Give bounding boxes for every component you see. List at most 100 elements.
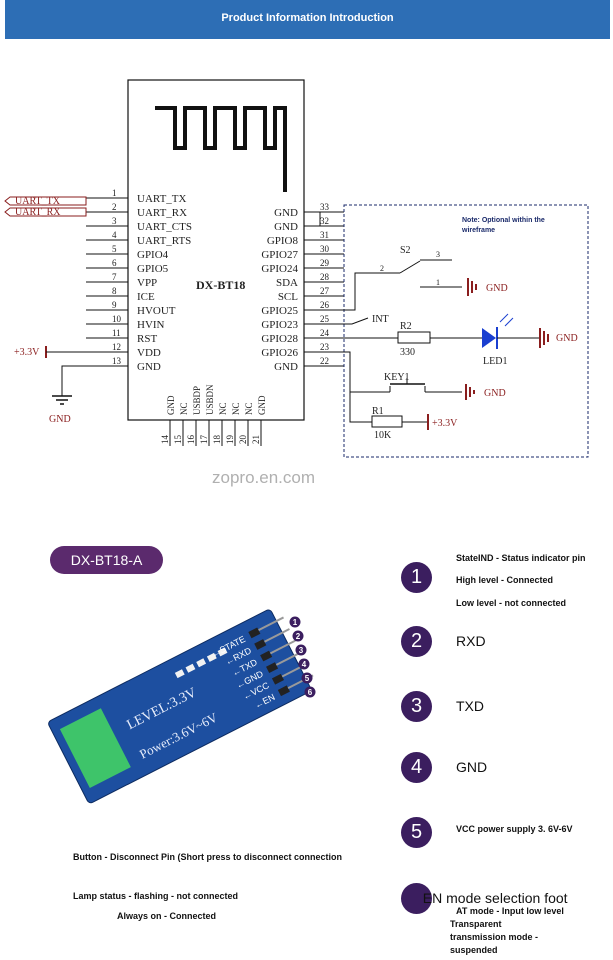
right-pin-name: GPIO8 xyxy=(267,235,299,247)
board-header-pin xyxy=(248,627,261,639)
page-title: Product Information Introduction xyxy=(221,12,394,24)
board-led xyxy=(185,663,196,673)
pin-detail-line: Low level - not connected xyxy=(456,598,567,608)
left-pin-name: GND xyxy=(137,361,161,373)
right-pin-number: 32 xyxy=(320,216,329,226)
bottom-pin-name: NC xyxy=(218,402,228,415)
pin-title: StateIND - Status indicator pin xyxy=(456,553,586,563)
bottom-pin-name: NC xyxy=(244,402,254,415)
svg-text:2: 2 xyxy=(380,264,384,273)
left-pin-number: 12 xyxy=(112,342,121,352)
pin-detail-line: transmission mode - xyxy=(450,932,539,942)
board-header-leg xyxy=(275,651,302,666)
left-pin-number: 10 xyxy=(112,314,122,324)
bottom-pin-number: 16 xyxy=(186,435,196,445)
gnd-label: GND xyxy=(49,414,71,425)
left-pin-name: HVOUT xyxy=(137,305,176,317)
right-pin-name: GPIO27 xyxy=(261,249,298,261)
svg-text:1: 1 xyxy=(436,278,440,287)
uart-tx-label: UART_TX xyxy=(15,196,61,207)
left-pin-number: 6 xyxy=(112,258,117,268)
board-pin-marker xyxy=(304,686,316,698)
bottom-pin-name: NC xyxy=(179,402,189,415)
board-header-leg xyxy=(264,628,290,643)
pin-number-circle: 2 xyxy=(401,626,432,657)
board-green-chip xyxy=(59,708,131,788)
left-pin-name: UART_CTS xyxy=(137,221,192,233)
header-banner: Product Information Introduction xyxy=(5,0,610,39)
right-pin-number: 33 xyxy=(320,202,330,212)
board-led xyxy=(206,652,217,662)
pin-detail-line: High level - Connected xyxy=(456,575,554,585)
right-pin-name: GPIO25 xyxy=(261,305,298,317)
right-pin-name: GPIO26 xyxy=(261,347,298,359)
right-pin-name: GND xyxy=(274,361,298,373)
optional-note-2: wireframe xyxy=(461,227,495,234)
pin-number-circle: 5 xyxy=(401,817,432,848)
bottom-pin-number: 14 xyxy=(160,435,170,445)
svg-text:INT: INT xyxy=(372,314,389,325)
board-pin-marker-number: 6 xyxy=(308,688,313,697)
right-pin-name: SCL xyxy=(278,291,298,303)
uart-rx-label: UART_RX xyxy=(15,207,61,218)
svg-text:330: 330 xyxy=(400,347,415,358)
pin-number-circle: 4 xyxy=(401,752,432,783)
board-pin-marker-number: 5 xyxy=(305,674,310,683)
bottom-pin-name: GND xyxy=(257,395,267,415)
left-pin-name: GPIO5 xyxy=(137,263,169,275)
board-header-pin xyxy=(260,650,273,662)
svg-text:GND: GND xyxy=(556,333,578,344)
right-pin-name: SDA xyxy=(276,277,298,289)
left-pin-name: VPP xyxy=(137,277,157,289)
left-pin-name: ICE xyxy=(137,291,155,303)
board-pin-marker-number: 4 xyxy=(302,660,307,669)
model-badge: DX-BT18-A xyxy=(50,546,163,574)
bottom-pin-name: GND xyxy=(166,395,176,415)
right-pin-name: GND xyxy=(274,207,298,219)
board-led xyxy=(217,647,228,657)
right-pin-number: 29 xyxy=(320,258,330,268)
left-pin-name: GPIO4 xyxy=(137,249,169,261)
module-board-image: LEVEL:3.3V Power:3.6V~6V ←STATE←RXD←TXD←… xyxy=(48,609,316,804)
board-pin-marker xyxy=(289,616,301,628)
left-pin-number: 3 xyxy=(112,216,117,226)
pin-title: GND xyxy=(456,759,488,775)
left-pin-number: 7 xyxy=(112,272,117,282)
uart-tx-tag xyxy=(4,196,87,206)
bottom-pin-number: 15 xyxy=(173,435,183,445)
board-header-pin xyxy=(266,662,279,674)
pin-detail-line: AT mode - Input low level xyxy=(456,906,564,916)
right-pin-name: GPIO23 xyxy=(261,319,298,331)
bottom-pin-number: 19 xyxy=(225,435,235,445)
board-pin-marker xyxy=(301,672,313,684)
left-pin-number: 8 xyxy=(112,286,117,296)
pin-number-circle: 3 xyxy=(401,691,432,722)
pin-detail-line: suspended xyxy=(450,945,498,955)
board-header-pin xyxy=(277,685,290,697)
board-led xyxy=(174,669,185,679)
right-pin-number: 23 xyxy=(320,342,330,352)
left-pin-number: 2 xyxy=(112,202,117,212)
board-pin-marker-number: 2 xyxy=(296,632,301,641)
chip-name: DX-BT18 xyxy=(196,278,245,292)
right-pin-name: GPIO28 xyxy=(261,333,298,345)
board-pin-marker xyxy=(292,630,304,642)
left-pin-number: 1 xyxy=(112,188,117,198)
svg-text:R2: R2 xyxy=(400,321,412,332)
pin-title: EN mode selection foot xyxy=(420,890,568,906)
board-pin-marker xyxy=(298,658,310,670)
left-pin-name: UART_RX xyxy=(137,207,187,219)
pin-title: TXD xyxy=(456,698,484,714)
right-pin-number: 24 xyxy=(320,328,330,338)
bottom-pin-number: 21 xyxy=(251,435,261,444)
svg-text:GND: GND xyxy=(486,283,508,294)
pin-number-circle: 1 xyxy=(401,562,432,593)
watermark: zopro.en.com xyxy=(212,468,315,487)
pin-title: VCC power supply 3. 6V-6V xyxy=(456,824,573,834)
board-led xyxy=(196,658,207,668)
board-pin-marker xyxy=(295,644,307,656)
right-pin-number: 25 xyxy=(320,314,330,324)
lamp-note: Lamp status - flashing - not connected xyxy=(73,891,239,901)
left-pin-name: UART_RTS xyxy=(137,235,191,247)
